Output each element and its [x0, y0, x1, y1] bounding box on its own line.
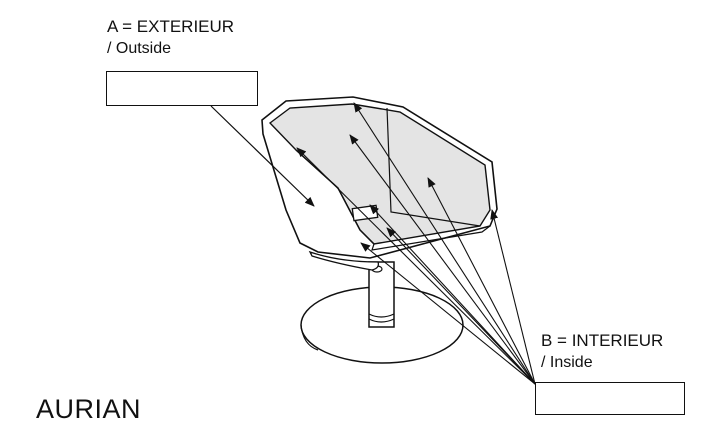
exterior-label-title: A = EXTERIEUR — [107, 17, 235, 36]
interior-answer-box[interactable] — [535, 382, 685, 415]
exterior-answer-box[interactable] — [106, 71, 258, 106]
interior-label-subtitle: / Inside — [541, 354, 593, 371]
exterior-label-subtitle: / Outside — [107, 40, 172, 57]
interior-label: B = INTERIEUR / Inside — [541, 330, 663, 374]
interior-label-title: B = INTERIEUR — [541, 331, 664, 350]
brand-name: AURIAN — [36, 394, 142, 424]
exterior-label: A = EXTERIEUR / Outside — [107, 16, 234, 60]
interior-leaders — [296, 102, 536, 385]
exterior-leader — [210, 105, 315, 207]
chair-column — [368, 261, 395, 328]
